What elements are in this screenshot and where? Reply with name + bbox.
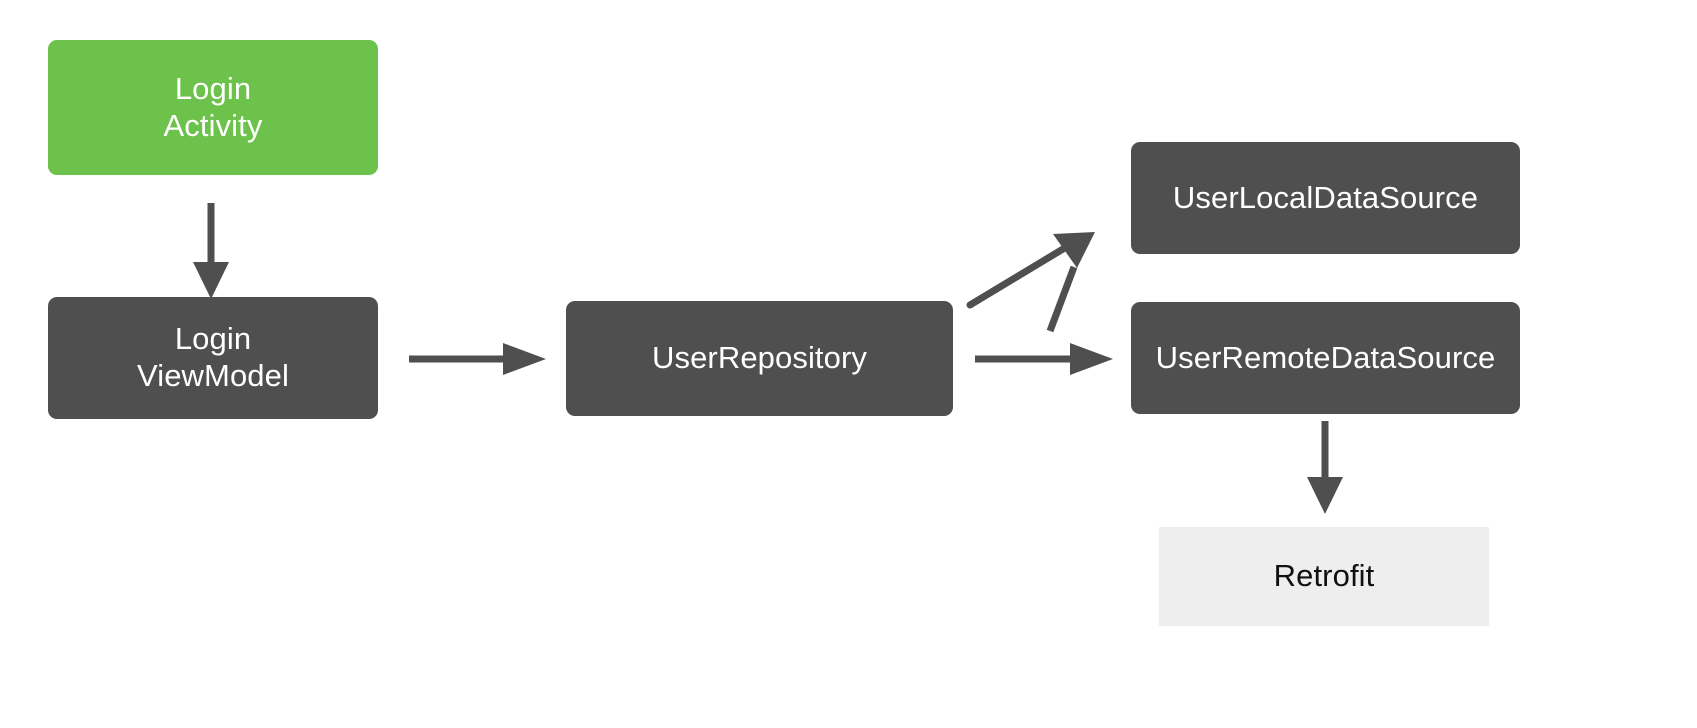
edge-remote-to-retrofit	[1307, 421, 1343, 514]
edge-activity-to-viewmodel	[193, 203, 229, 299]
edge-viewmodel-to-repository	[409, 343, 546, 375]
node-login-viewmodel[interactable]: Login ViewModel	[48, 297, 378, 419]
node-user-repository[interactable]: UserRepository	[566, 301, 953, 416]
node-retrofit[interactable]: Retrofit	[1159, 527, 1489, 626]
node-user-remote-data-source[interactable]: UserRemoteDataSource	[1131, 302, 1520, 414]
node-login-activity[interactable]: Login Activity	[48, 40, 378, 175]
node-user-local-data-source[interactable]: UserLocalDataSource	[1131, 142, 1520, 254]
edge-repository-to-remote	[975, 343, 1113, 375]
edge-repository-to-local	[966, 232, 1095, 333]
